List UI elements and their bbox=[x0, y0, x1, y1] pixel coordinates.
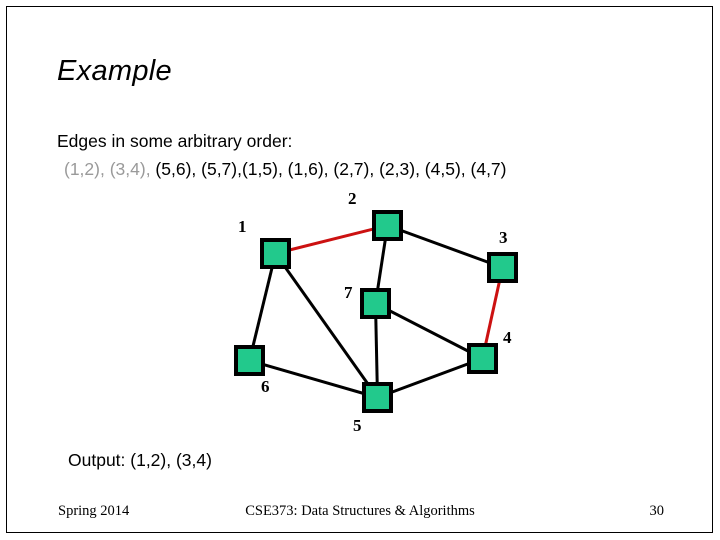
graph-node-5 bbox=[362, 382, 393, 413]
graph-edge-5-4 bbox=[376, 357, 484, 399]
footer-course: CSE373: Data Structures & Algorithms bbox=[245, 503, 475, 519]
graph-node-label-1: 1 bbox=[238, 217, 247, 236]
graph-node-label-7: 7 bbox=[344, 283, 353, 302]
node-layer bbox=[234, 210, 518, 413]
graph-edge-1-6 bbox=[248, 253, 277, 361]
graph-node-label-3: 3 bbox=[499, 228, 508, 247]
graph-node-label-2: 2 bbox=[348, 189, 357, 208]
graph-edge-1-2 bbox=[275, 224, 388, 255]
page-title: Example bbox=[57, 55, 172, 87]
graph-node-3 bbox=[487, 252, 518, 283]
edges-list: (1,2), (3,4), (5,6), (5,7),(1,5), (1,6),… bbox=[64, 159, 507, 180]
graph-node-7 bbox=[360, 288, 391, 319]
slide-footer: Spring 2014 CSE373: Data Structures & Al… bbox=[0, 503, 720, 527]
edges-heading: Edges in some arbitrary order: bbox=[57, 131, 293, 151]
graph-edge-6-5 bbox=[249, 359, 378, 399]
graph-node-label-4: 4 bbox=[503, 328, 512, 347]
graph-edge-7-4 bbox=[374, 302, 484, 360]
output-line: Output: (1,2), (3,4) bbox=[68, 450, 212, 470]
graph-edge-7-5 bbox=[374, 303, 379, 398]
edges-list-remaining: (5,6), (5,7),(1,5), (1,6), (2,7), (2,3),… bbox=[150, 159, 507, 179]
graph-edge-2-3 bbox=[386, 224, 504, 269]
graph-node-6 bbox=[234, 345, 265, 376]
graph-node-1 bbox=[260, 238, 291, 269]
graph-node-4 bbox=[467, 343, 498, 374]
footer-term: Spring 2014 bbox=[58, 503, 130, 519]
graph-edge-1-5 bbox=[274, 252, 379, 399]
graph-node-label-5: 5 bbox=[353, 416, 362, 435]
graph-node-2 bbox=[372, 210, 403, 241]
footer-page-number: 30 bbox=[649, 503, 665, 519]
edges-list-processed: (1,2), (3,4), bbox=[64, 159, 151, 179]
graph-node-label-6: 6 bbox=[261, 377, 270, 396]
